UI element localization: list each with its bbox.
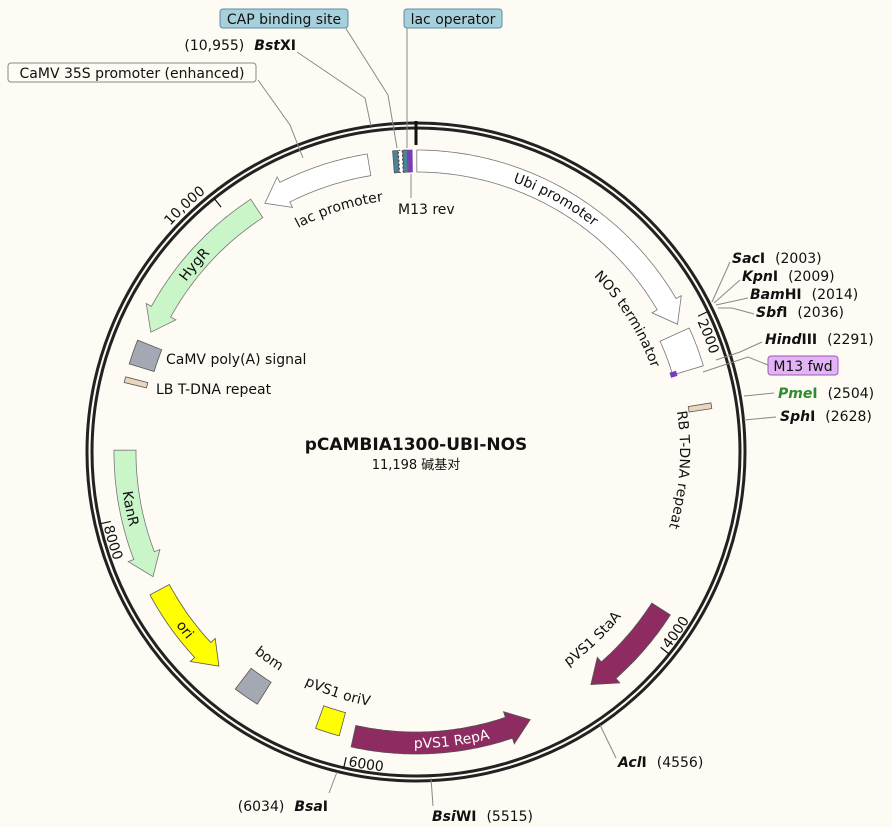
callout-m13-fwd[interactable]: M13 fwd (767, 355, 839, 376)
tick-label: 10,000 (161, 183, 208, 229)
callout-camv-35s-promoter[interactable]: CaMV 35S promoter (enhanced) (7, 62, 257, 83)
enzyme-bstxi[interactable]: (10,955)BstXI (184, 38, 296, 54)
feature-m13-fwd[interactable] (669, 370, 678, 378)
enzyme-bamhi[interactable]: BamHI(2014) (750, 287, 858, 303)
callout-label: CAP binding site (227, 12, 341, 28)
feature-bom[interactable] (234, 667, 272, 705)
tick-mark (213, 198, 222, 208)
feature-kanr[interactable] (113, 449, 161, 578)
feature-pvs1-staa[interactable] (590, 602, 671, 686)
label-kanr: KanR (119, 490, 142, 528)
enzyme-sbfi[interactable]: SbfI(2036) (756, 305, 844, 321)
callout-label: lac operator (411, 12, 496, 28)
feature-misc[interactable] (397, 149, 404, 173)
tick-marks (99, 198, 709, 768)
tick-mark (697, 310, 709, 317)
tick-mark (99, 520, 111, 525)
feature-rb-t-dna-repeat[interactable] (687, 402, 713, 413)
plasmid-name: pCAMBIA1300-UBI-NOS (305, 435, 528, 455)
enzyme-kpni[interactable]: KpnI(2009) (742, 269, 835, 285)
enzyme-pmei[interactable]: PmeI(2504) (778, 386, 874, 402)
tick-label: 6000 (347, 754, 384, 775)
enzyme-hindiii[interactable]: HindIII(2291) (765, 332, 874, 348)
feature-ori[interactable] (149, 583, 220, 667)
feature-lac-operator[interactable] (402, 149, 409, 173)
label-camv-poly-a-signal: CaMV poly(A) signal (166, 352, 306, 368)
enzyme-bsai[interactable]: (6034)BsaI (238, 799, 328, 815)
feature-m13-rev[interactable] (407, 149, 413, 173)
enzyme-acli[interactable]: AclI(4556) (617, 755, 703, 771)
enzyme-saci[interactable]: SacI(2003) (732, 251, 822, 267)
callout-cap-binding-site[interactable]: CAP binding site (219, 8, 349, 29)
feature-camv-poly-a-signal[interactable] (128, 339, 163, 372)
enzyme-sphi[interactable]: SphI(2628) (780, 409, 872, 425)
leader-lines (257, 26, 777, 807)
callout-label: CaMV 35S promoter (enhanced) (20, 66, 245, 82)
tick-mark (660, 646, 670, 655)
label-m13-rev: M13 rev (398, 202, 455, 218)
callout-label: M13 fwd (773, 359, 832, 375)
feature-lac-promoter[interactable] (264, 153, 372, 208)
label-bom: bom (252, 643, 286, 674)
label-rb-t-dna-repeat: RB T-DNA repeat (665, 410, 692, 531)
feature-pvs1-oriv[interactable] (315, 705, 346, 737)
feature-cap-binding-site[interactable] (392, 150, 400, 174)
label-lac-promoter: lac promoter (293, 189, 384, 231)
backbone (85, 121, 747, 783)
feature-pvs1-repa[interactable] (350, 711, 531, 755)
label-lb-t-dna-repeat: LB T-DNA repeat (156, 382, 272, 398)
callout-lac-operator[interactable]: lac operator (403, 8, 503, 29)
features (113, 149, 713, 755)
label-pvs1-oriv: pVS1 oriV (303, 674, 372, 710)
feature-ubi-promoter[interactable] (416, 149, 682, 325)
enzyme-bsiwi[interactable]: BsiWI(5515) (432, 809, 533, 825)
tick-mark (343, 756, 347, 768)
plasmid-size: 11,198 碱基对 (372, 458, 461, 473)
feature-nos-terminator[interactable] (659, 327, 704, 376)
feature-lb-t-dna-repeat[interactable] (123, 376, 149, 389)
feature-hygr[interactable] (145, 198, 264, 333)
